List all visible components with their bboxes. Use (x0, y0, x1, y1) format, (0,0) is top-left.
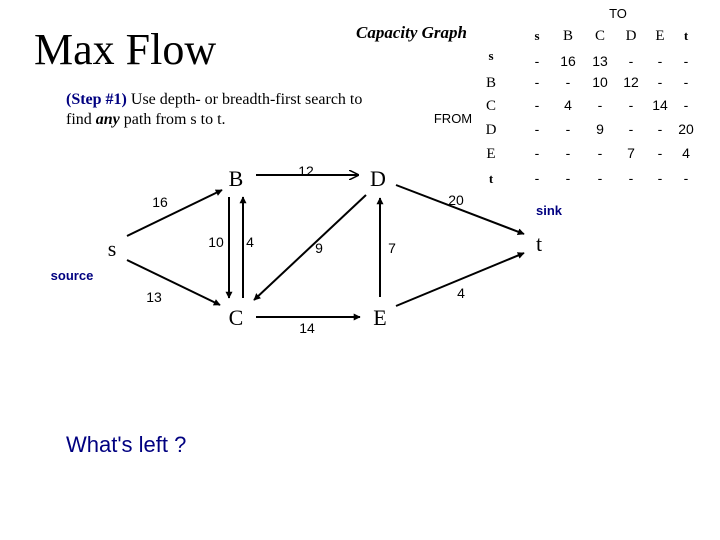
matrix-col-header-c: C (595, 28, 605, 44)
edge-capacity-c-e: 14 (299, 320, 315, 336)
edge-e-t (395, 252, 525, 307)
matrix-cell: - (535, 97, 540, 113)
matrix-cell: - (658, 145, 663, 161)
matrix-cell: - (566, 145, 571, 161)
matrix-cell: - (629, 53, 634, 69)
matrix-cell: - (658, 121, 663, 137)
matrix-cell: - (535, 170, 540, 186)
step-text-emphasis: any (95, 111, 120, 128)
edge-capacity-b-c: 10 (208, 234, 224, 250)
edge-capacity-b-d: 12 (298, 163, 314, 179)
matrix-cell: - (566, 121, 571, 137)
matrix-cell: - (684, 170, 689, 186)
matrix-cell: - (658, 170, 663, 186)
node-c: C (229, 305, 244, 330)
matrix-row-header-b: B (486, 75, 496, 91)
matrix-cell: 10 (592, 74, 608, 90)
node-s: s (108, 236, 117, 261)
matrix-col-header-d: D (626, 28, 637, 44)
edge-capacity-d-c: 9 (315, 240, 323, 256)
matrix-cell: - (535, 121, 540, 137)
matrix-col-header-b: B (563, 28, 573, 44)
edge-capacity-c-b: 4 (246, 234, 254, 250)
sink-label: sink (536, 203, 563, 218)
step-text-after: path from s to t. (119, 111, 226, 128)
matrix-cell: - (535, 74, 540, 90)
matrix-row-header-s: s (488, 48, 493, 63)
matrix-row-header-e: E (486, 146, 495, 162)
matrix-cell: 4 (682, 145, 690, 161)
matrix-cell: - (598, 97, 603, 113)
matrix-to-label: TO (609, 6, 627, 21)
source-label: source (51, 268, 94, 283)
node-b: B (229, 166, 244, 191)
node-e: E (373, 305, 386, 330)
matrix-cell: 20 (678, 121, 694, 137)
labels-layer: 16 13 10 4 12 9 14 7 20 4 source sink (51, 163, 563, 336)
node-t: t (536, 231, 542, 256)
step-label: (Step #1) (66, 91, 127, 108)
node-d: D (370, 166, 386, 191)
matrix-cell: 4 (564, 97, 572, 113)
matrix-cell: 7 (627, 145, 635, 161)
edge-capacity-e-d: 7 (388, 240, 396, 256)
matrix-cell: - (629, 97, 634, 113)
matrix-cell: 9 (596, 121, 604, 137)
edges-layer (126, 175, 525, 321)
capacity-graph-title: Capacity Graph (356, 23, 467, 42)
matrix-cell: - (629, 121, 634, 137)
edge-s-c (126, 259, 221, 306)
matrix-cell: - (658, 74, 663, 90)
matrix-col-header-t: t (684, 28, 689, 43)
step-instruction: (Step #1) Use depth- or breadth-first se… (66, 90, 366, 130)
matrix-from-label: FROM (434, 111, 472, 126)
matrix-cell: - (658, 53, 663, 69)
matrix-cell: - (535, 145, 540, 161)
matrix-cell: 12 (623, 74, 639, 90)
matrix-cell: - (535, 53, 540, 69)
matrix-cell: - (566, 170, 571, 186)
edge-capacity-s-b: 16 (152, 194, 168, 210)
edge-capacity-s-c: 13 (146, 289, 162, 305)
edge-capacity-d-t: 20 (448, 192, 464, 208)
matrix-cell: 13 (592, 53, 608, 69)
matrix-cell: 14 (652, 97, 668, 113)
edge-d-c (253, 194, 367, 301)
matrix-cell: - (684, 53, 689, 69)
matrix-col-header-s: s (534, 28, 539, 43)
matrix-cell: 16 (560, 53, 576, 69)
matrix-row-header-d: D (486, 122, 497, 138)
question-text: What's left ? (66, 432, 187, 457)
matrix-cell: - (684, 97, 689, 113)
edge-s-b (126, 189, 223, 237)
matrix-row-header-t: t (489, 171, 494, 186)
slide-title: Max Flow (34, 25, 217, 74)
step-text-before: Use depth- or breadth-first search to fi… (66, 91, 363, 128)
edge-d-t (395, 184, 525, 236)
matrix-cell: - (629, 170, 634, 186)
matrix-cell: - (684, 74, 689, 90)
matrix-row-header-c: C (486, 98, 496, 114)
matrix-cell: - (566, 74, 571, 90)
matrix-cell: - (598, 145, 603, 161)
nodes-layer: s B C D Et (108, 166, 542, 330)
matrix-cell: - (598, 170, 603, 186)
edge-capacity-e-t: 4 (457, 285, 465, 301)
matrix-col-header-e: E (655, 28, 664, 44)
